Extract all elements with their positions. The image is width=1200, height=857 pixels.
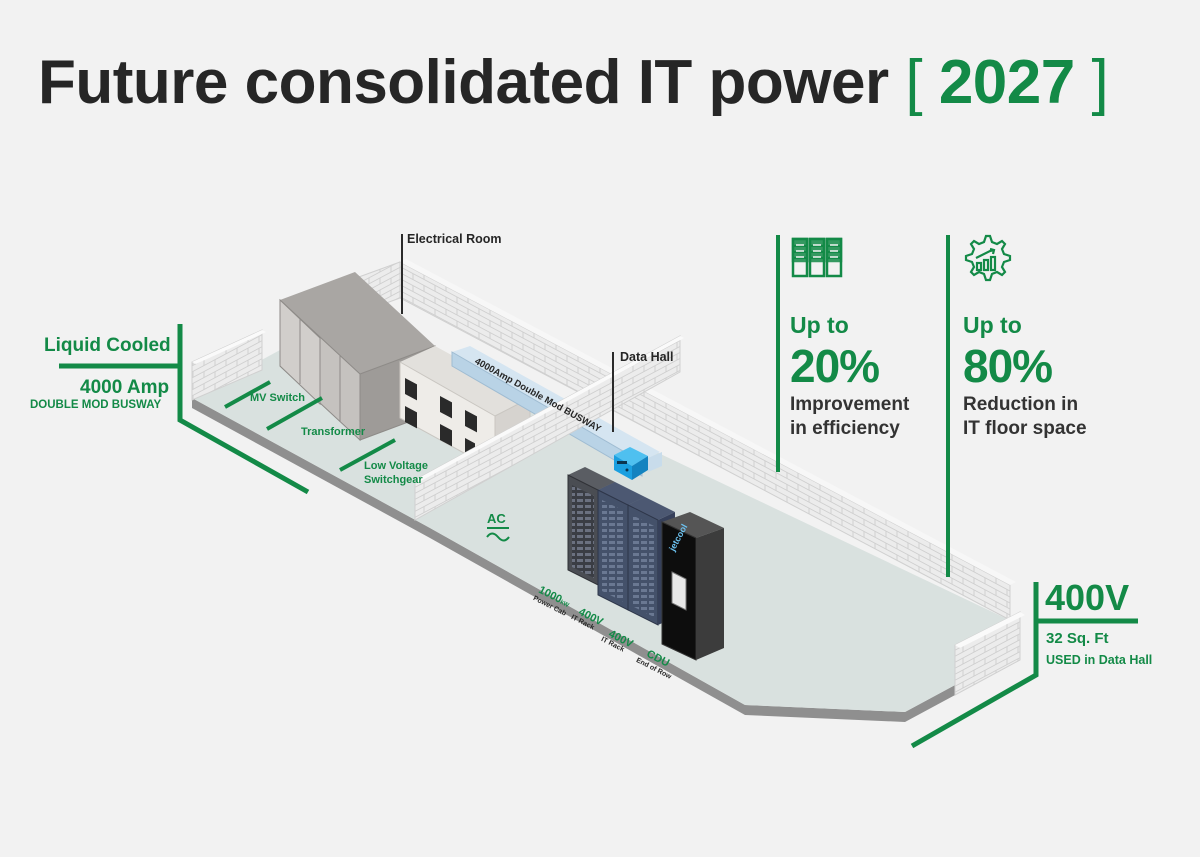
stat-desc-line1: Improvement [790, 394, 910, 415]
stat-prefix: Up to [790, 312, 849, 338]
stat-value: 80% [963, 340, 1053, 392]
ac-wave-icon [486, 532, 510, 542]
ac-label: AC [487, 511, 506, 526]
stat-floor-space: Up to 80% Reduction in IT floor space [963, 314, 1087, 441]
gear-growth-chart-icon [964, 234, 1012, 282]
stat-desc-line1: Reduction in [963, 394, 1079, 415]
left-wall [191, 329, 266, 401]
liquid-cooled-label: Liquid Cooled [44, 335, 171, 356]
busway-type-label: DOUBLE MOD BUSWAY [30, 399, 162, 411]
title-year: 2027 [938, 48, 1075, 117]
voltage-label: 400V [1045, 577, 1130, 618]
equipment-leader-lines [224, 380, 396, 472]
stat-desc-line2: IT floor space [963, 417, 1087, 439]
usage-label: USED in Data Hall [1046, 653, 1153, 667]
electrical-room-label: Electrical Room [407, 232, 502, 246]
stat-efficiency: Up to 20% Improvement in efficiency [790, 314, 909, 441]
lv-switchgear-cabinet [399, 346, 531, 471]
low-voltage-label-2: Switchgear [364, 474, 423, 486]
amperage-label: 4000 Amp [80, 377, 170, 398]
low-voltage-label-1: Low Voltage [364, 460, 428, 472]
right-end-wall [954, 611, 1025, 696]
data-hall-label: Data Hall [620, 350, 674, 364]
cdu-cabinet [661, 512, 724, 661]
busway-connector [614, 447, 662, 480]
page-title: Future consolidated IT power [ 2027 ] [38, 52, 1109, 114]
area-label: 32 Sq. Ft [1046, 630, 1109, 647]
title-bracket-open: [ [905, 48, 923, 117]
stat-value: 20% [790, 340, 880, 392]
left-callout-lines [59, 324, 310, 495]
transformer-label: Transformer [301, 426, 366, 438]
stat-prefix: Up to [963, 312, 1022, 338]
mv-switch-label: MV Switch [250, 392, 306, 404]
title-text: Future consolidated IT power [38, 48, 889, 117]
title-bracket-close: ] [1091, 48, 1109, 117]
rack-row [567, 467, 724, 661]
stat-desc-line2: in efficiency [790, 417, 900, 439]
right-callout-lines [910, 582, 1138, 749]
server-racks-icon [791, 237, 843, 278]
